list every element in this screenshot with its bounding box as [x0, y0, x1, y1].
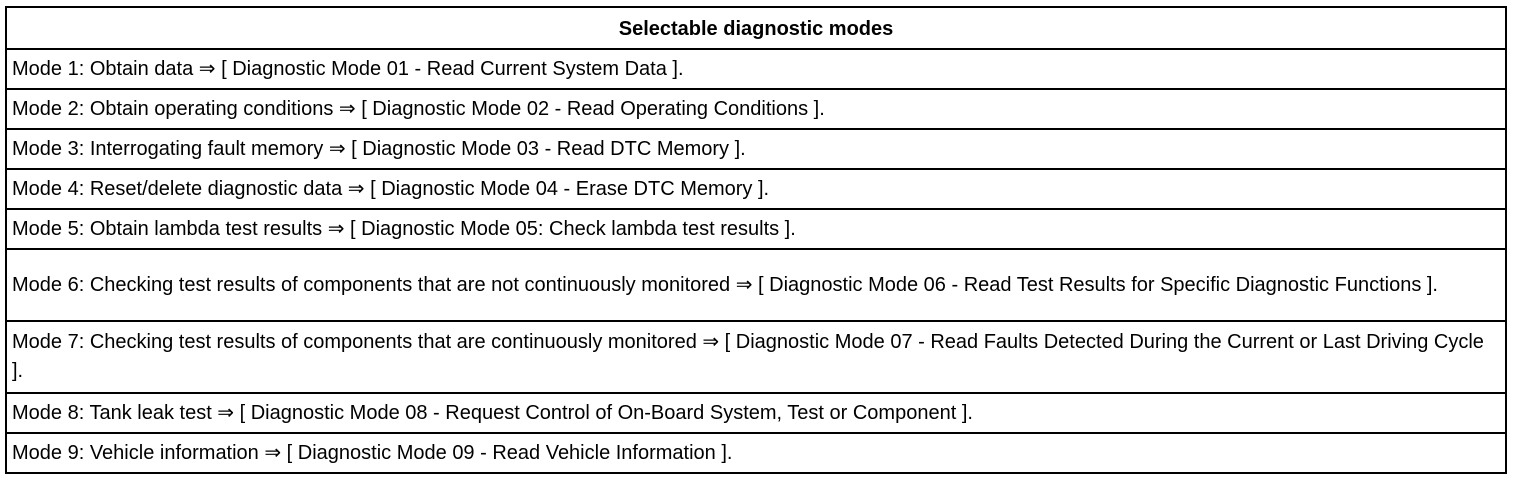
mode-9-cell: Mode 9: Vehicle information ⇒ [ Diagnost… — [5, 432, 1507, 474]
table-header: Selectable diagnostic modes — [5, 6, 1507, 50]
mode-1-cell: Mode 1: Obtain data ⇒ [ Diagnostic Mode … — [5, 48, 1507, 90]
mode-3-cell: Mode 3: Interrogating fault memory ⇒ [ D… — [5, 128, 1507, 170]
mode-2-cell: Mode 2: Obtain operating conditions ⇒ [ … — [5, 88, 1507, 130]
table-title: Selectable diagnostic modes — [5, 6, 1507, 50]
mode-5-cell: Mode 5: Obtain lambda test results ⇒ [ D… — [5, 208, 1507, 250]
table-row: Mode 6: Checking test results of compone… — [5, 248, 1507, 322]
table-header-row: Selectable diagnostic modes — [5, 6, 1507, 50]
mode-4-cell: Mode 4: Reset/delete diagnostic data ⇒ [… — [5, 168, 1507, 210]
table-row: Mode 7: Checking test results of compone… — [5, 320, 1507, 394]
table-row: Mode 9: Vehicle information ⇒ [ Diagnost… — [5, 432, 1507, 474]
table-row: Mode 5: Obtain lambda test results ⇒ [ D… — [5, 208, 1507, 250]
table-row: Mode 4: Reset/delete diagnostic data ⇒ [… — [5, 168, 1507, 210]
table-row: Mode 8: Tank leak test ⇒ [ Diagnostic Mo… — [5, 392, 1507, 434]
mode-6-cell: Mode 6: Checking test results of compone… — [5, 248, 1507, 322]
table-row: Mode 1: Obtain data ⇒ [ Diagnostic Mode … — [5, 48, 1507, 90]
mode-7-cell: Mode 7: Checking test results of compone… — [5, 320, 1507, 394]
diagnostic-modes-table: Selectable diagnostic modes Mode 1: Obta… — [5, 6, 1507, 474]
table-row: Mode 3: Interrogating fault memory ⇒ [ D… — [5, 128, 1507, 170]
table-body: Mode 1: Obtain data ⇒ [ Diagnostic Mode … — [5, 48, 1507, 474]
table-row: Mode 2: Obtain operating conditions ⇒ [ … — [5, 88, 1507, 130]
mode-8-cell: Mode 8: Tank leak test ⇒ [ Diagnostic Mo… — [5, 392, 1507, 434]
